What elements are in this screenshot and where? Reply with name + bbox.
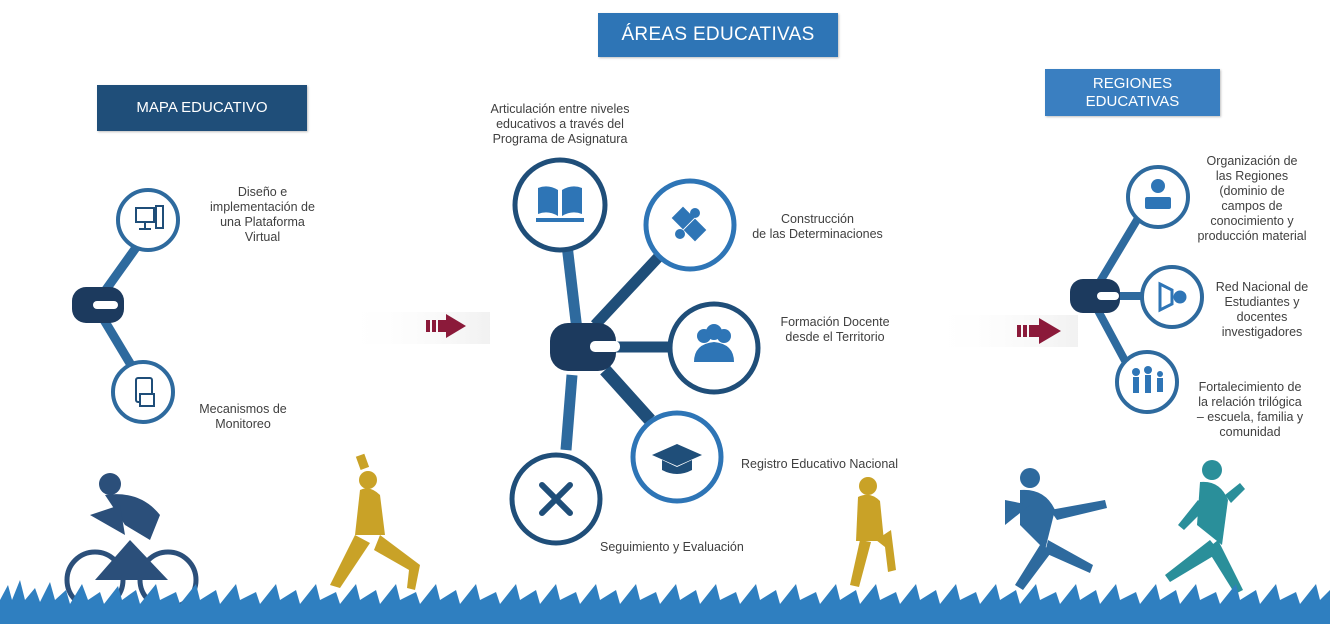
people-icon <box>694 324 734 362</box>
regiones-hub-node <box>1070 279 1120 313</box>
palette-book-icon <box>1145 179 1171 209</box>
areas-label-5: Seguimiento y Evaluación <box>600 540 744 554</box>
regiones-label-2: Red Nacional de Estudiantes y docentes i… <box>1215 280 1309 339</box>
lunge-silhouette <box>330 453 420 590</box>
graduation-cap-icon <box>652 444 702 474</box>
knee-raise-silhouette <box>850 477 896 587</box>
tools-icon <box>539 482 573 516</box>
arrow-right-icon <box>426 314 466 338</box>
regiones-label-1: Organización de las Regiones (dominio de… <box>1197 154 1307 243</box>
book-icon <box>536 186 584 222</box>
runner-2-silhouette <box>1165 460 1245 594</box>
megaphone-icon <box>1158 281 1187 313</box>
areas-educativas-header: ÁREAS EDUCATIVAS <box>598 13 838 57</box>
areas-label-4: Registro Educativo Nacional <box>741 457 899 471</box>
cyclist-silhouette <box>64 473 199 611</box>
regiones-label-3: Fortalecimiento de la relación trilógica… <box>1196 380 1304 439</box>
tablet-icon <box>135 377 155 407</box>
areas-hub-group <box>509 157 761 546</box>
mapa-label-1: Diseño e implementación de una Plataform… <box>210 185 315 244</box>
mapa-node-2 <box>111 360 175 424</box>
regiones-educativas-header: REGIONES EDUCATIVAS <box>1045 69 1220 116</box>
areas-label-3: Formación Docente desde el Territorio <box>780 315 890 344</box>
arrow-fade-1 <box>340 312 490 344</box>
mapa-hub-group <box>72 188 180 424</box>
computer-icon <box>135 205 164 230</box>
arrow-right-icon <box>1017 318 1061 344</box>
family-icon <box>1132 366 1163 393</box>
areas-label-2: Construcción de las Determinaciones <box>752 212 883 241</box>
mapa-label-2: Mecanismos de Monitoreo <box>199 402 287 431</box>
areas-node-1 <box>512 157 608 253</box>
mapa-educativo-header: MAPA EDUCATIVO <box>97 85 307 131</box>
areas-label-1: Articulación entre niveles educativos a … <box>490 102 630 146</box>
mapa-node-1 <box>116 188 180 252</box>
areas-hub-node <box>550 323 616 371</box>
regiones-hub-group <box>1070 165 1204 414</box>
runner-1-silhouette <box>1005 468 1107 590</box>
grass-strip <box>0 580 1330 624</box>
